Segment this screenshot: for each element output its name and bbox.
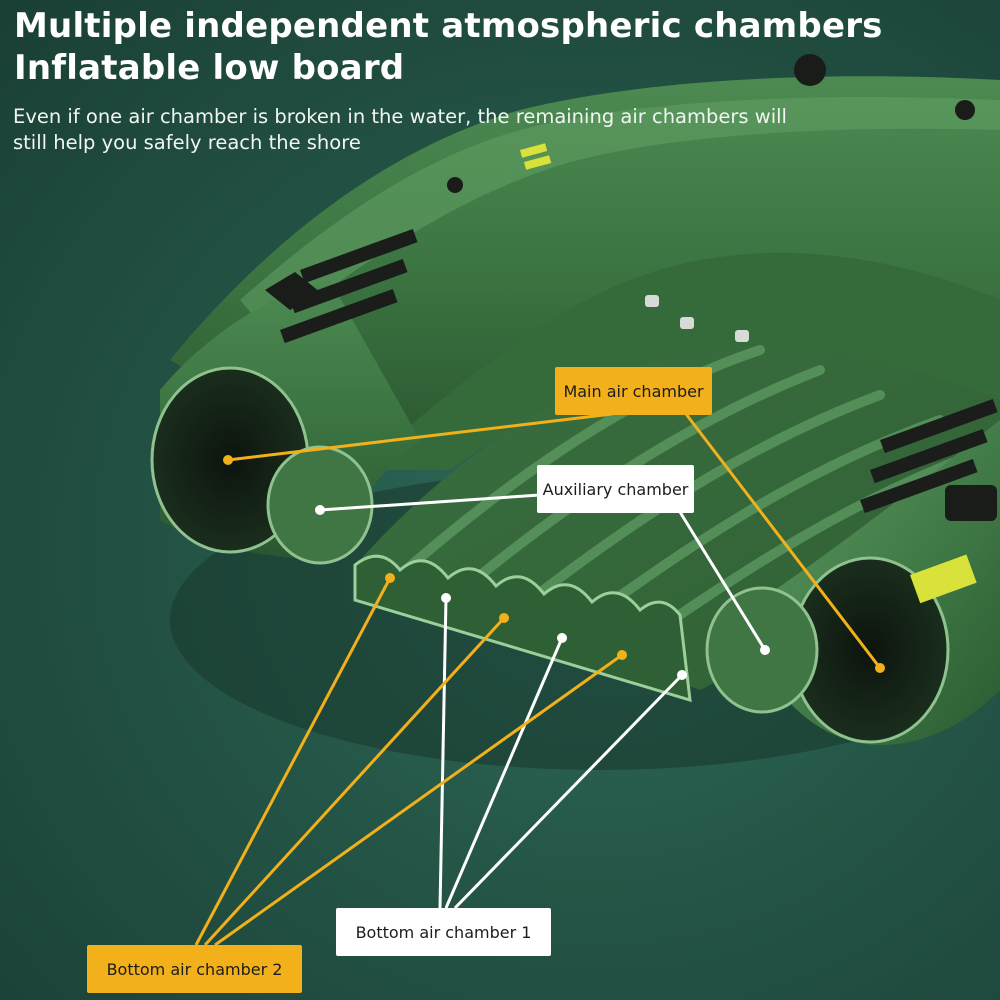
auxiliary-chamber-label: Auxiliary chamber [537, 465, 694, 513]
main-air-chamber-label: Main air chamber [555, 367, 712, 415]
main-air-chamber-dot-left [223, 455, 233, 465]
bottom-chamber-1-dots [441, 593, 687, 680]
auxiliary-chamber-dot-left [315, 505, 325, 515]
main-air-chamber-leaders [227, 412, 882, 669]
inner-valves [645, 295, 749, 342]
description-text: Even if one air chamber is broken in the… [13, 105, 787, 154]
bottom-chamber-1-leaders [438, 597, 684, 910]
yellow-decal [520, 143, 977, 604]
stripe-decal-right [859, 398, 998, 514]
handle-icon [945, 485, 997, 521]
main-air-chamber-dot-right [875, 663, 885, 673]
stripe-decal-left [280, 228, 418, 344]
oar-lock-icon [265, 272, 320, 310]
bottom-chamber-2-leaders [194, 577, 623, 947]
auxiliary-chamber-dot-right [760, 645, 770, 655]
bottom-air-chamber-1-label: Bottom air chamber 1 [336, 908, 551, 956]
bottom-chamber-2-dots [385, 573, 627, 660]
headline-line1: Multiple independent atmospheric chamber… [14, 6, 883, 46]
bottom-air-chamber-2-label: Bottom air chamber 2 [87, 945, 302, 993]
tube-highlight [240, 97, 1000, 335]
inner-wall [360, 253, 1000, 470]
headline-line2: Inflatable low board [14, 48, 405, 88]
bottom-chambers-edge [353, 554, 692, 703]
air-valve-icon [447, 54, 975, 193]
auxiliary-chamber-leaders [319, 493, 767, 651]
